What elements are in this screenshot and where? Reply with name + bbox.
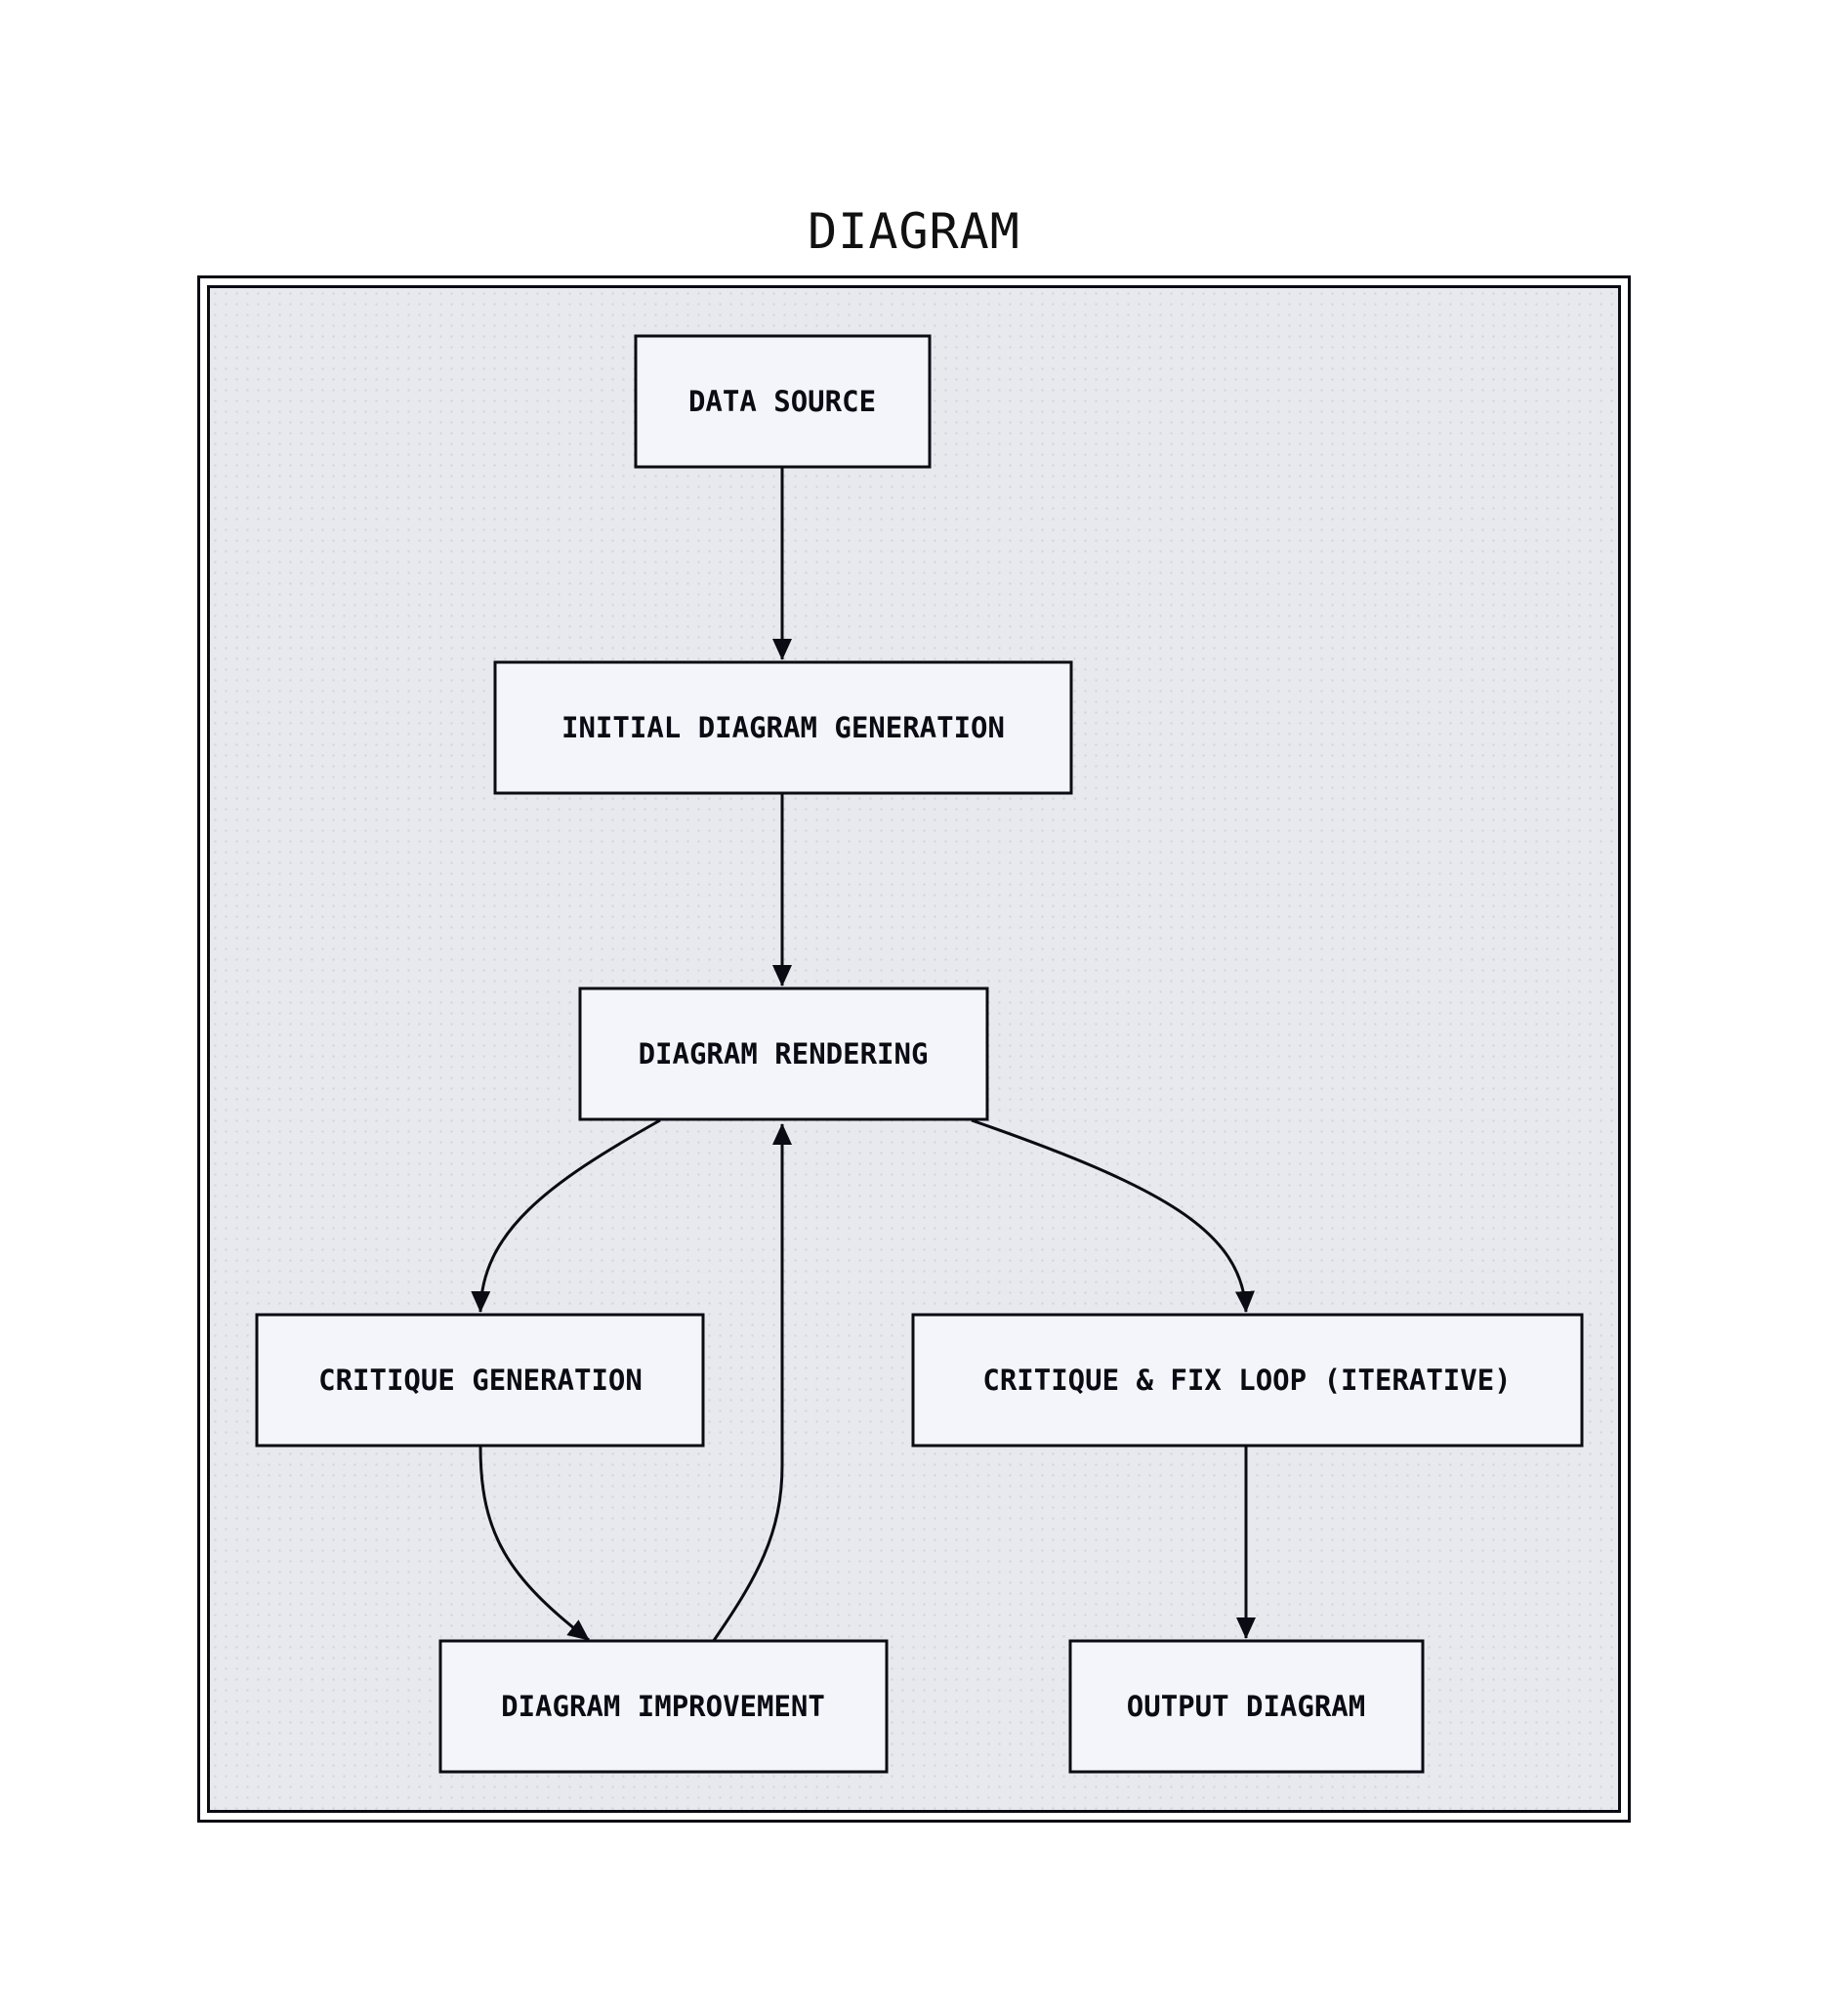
edge-rendering-to-critique-fix-loop bbox=[971, 1118, 1255, 1313]
node-initial-diagram-generation-label: INITIAL DIAGRAM GENERATION bbox=[561, 711, 1005, 744]
node-output-diagram-label: OUTPUT DIAGRAM bbox=[1127, 1690, 1365, 1723]
node-diagram-improvement-label: DIAGRAM IMPROVEMENT bbox=[501, 1690, 825, 1723]
node-data-source-label: DATA SOURCE bbox=[688, 385, 876, 418]
node-critique-generation-label: CRITIQUE GENERATION bbox=[318, 1364, 643, 1397]
edge-critique-generation-to-improvement bbox=[478, 1446, 590, 1642]
node-diagram-rendering: DIAGRAM RENDERING bbox=[578, 987, 989, 1121]
diagram-title: DIAGRAM bbox=[808, 203, 1020, 260]
node-data-source: DATA SOURCE bbox=[634, 334, 932, 469]
node-diagram-rendering-label: DIAGRAM RENDERING bbox=[639, 1037, 929, 1071]
node-output-diagram: OUTPUT DIAGRAM bbox=[1068, 1639, 1425, 1774]
node-critique-fix-loop: CRITIQUE & FIX LOOP (ITERATIVE) bbox=[911, 1313, 1584, 1448]
edge-improvement-to-rendering bbox=[711, 1123, 792, 1643]
node-diagram-improvement: DIAGRAM IMPROVEMENT bbox=[438, 1639, 889, 1774]
node-critique-generation: CRITIQUE GENERATION bbox=[255, 1313, 705, 1448]
node-critique-fix-loop-label: CRITIQUE & FIX LOOP (ITERATIVE) bbox=[982, 1364, 1511, 1397]
node-initial-diagram-generation: INITIAL DIAGRAM GENERATION bbox=[493, 660, 1073, 795]
edge-rendering-to-critique-generation bbox=[471, 1118, 661, 1313]
